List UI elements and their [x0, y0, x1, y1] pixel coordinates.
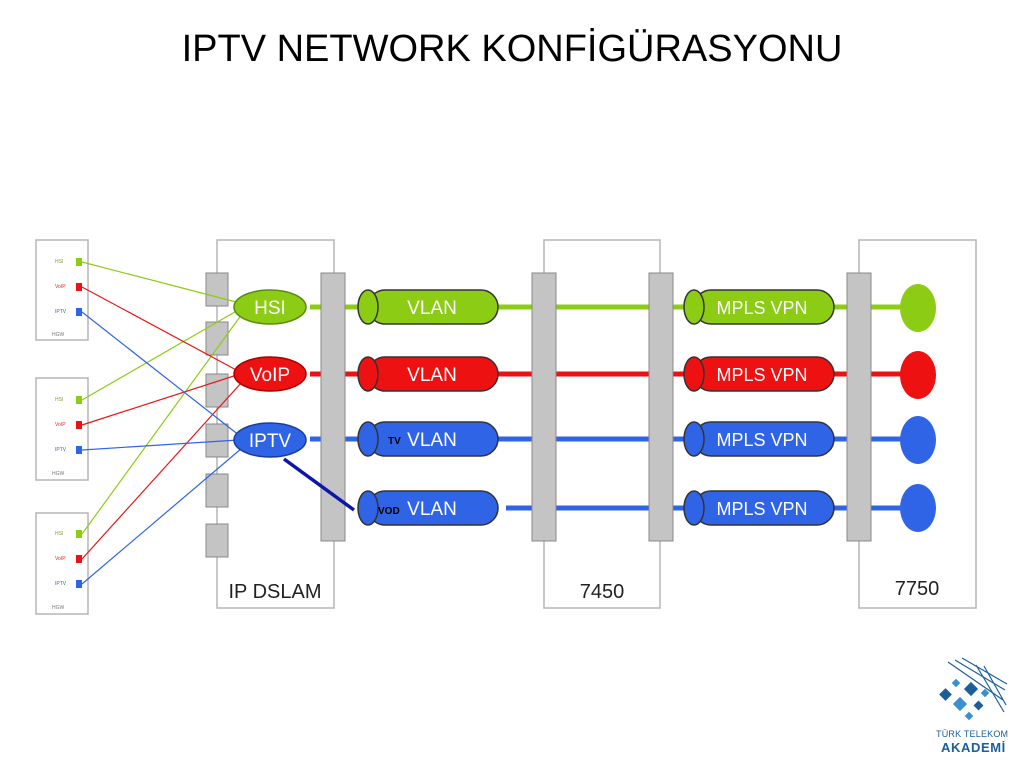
- router-7750-label: 7750: [895, 578, 940, 600]
- hgw-port-iptv: [76, 580, 82, 588]
- vlan-label: VLAN: [407, 365, 457, 386]
- endpoint-iptv: [900, 416, 936, 464]
- mpls-tunnel-hsi: MPLS VPN: [683, 289, 835, 325]
- mpls-label: MPLS VPN: [716, 499, 807, 519]
- service-label-hsi: HSI: [254, 298, 286, 319]
- vlan-label: VLAN: [407, 499, 457, 520]
- hgw-port-label-iptv: IPTV: [55, 581, 67, 587]
- service-label-voip: VoIP: [250, 365, 290, 386]
- hgw-device-2: HSI VoIP IPTV HGW: [35, 377, 89, 481]
- hgw-port-hsi: [76, 396, 82, 404]
- dslam-port: [205, 473, 229, 508]
- hgw-port-label-hsi: HSI: [55, 397, 63, 403]
- hgw-port-voip: [76, 421, 82, 429]
- hgw-device-3: HSI VoIP IPTV HGW: [35, 512, 89, 615]
- hgw-port-label-voip: VoIP: [55, 284, 66, 290]
- link-iptv: [81, 447, 243, 585]
- logo-text-akademi: AKADEMİ: [941, 740, 1006, 755]
- logo-text-company: TÜRK TELEKOM: [936, 729, 1009, 739]
- turk-telekom-akademi-logo: [939, 657, 1008, 721]
- router-7450-box: [543, 239, 661, 609]
- page-title: IPTV NETWORK KONFİGÜRASYONU: [181, 28, 843, 70]
- hgw-label: HGW: [52, 332, 65, 338]
- router-7450-ingress-bar: [531, 272, 557, 542]
- link-voip: [81, 286, 241, 373]
- service-endpoints: [900, 284, 936, 532]
- endpoint-vod: [900, 484, 936, 532]
- link-hsi: [81, 308, 241, 401]
- link-voip: [81, 381, 243, 560]
- dslam-service-iptv: IPTV: [233, 422, 307, 458]
- mpls-tunnel-tv: MPLS VPN: [683, 421, 835, 457]
- hgw-port-label-iptv: IPTV: [55, 309, 67, 315]
- link-voip: [81, 373, 241, 426]
- dslam-port: [205, 523, 229, 558]
- access-links: [81, 261, 243, 585]
- hgw-label: HGW: [52, 605, 65, 611]
- vlan-tunnel-hsi: VLAN: [357, 289, 499, 325]
- router-7450-egress-bar: [648, 272, 674, 542]
- mpls-label: MPLS VPN: [716, 430, 807, 450]
- vlan-tunnel-voip: VLAN: [357, 356, 499, 392]
- vlan-tunnel-vod: VOD VLAN: [357, 490, 499, 526]
- dslam-service-voip: VoIP: [233, 356, 307, 392]
- hgw-port-voip: [76, 283, 82, 291]
- link-iptv: [81, 311, 241, 437]
- hgw-port-voip: [76, 555, 82, 563]
- hgw-port-iptv: [76, 446, 82, 454]
- link-hsi: [81, 261, 241, 304]
- vlan-label: VLAN: [407, 298, 457, 319]
- hgw-label: HGW: [52, 471, 65, 477]
- service-label-iptv: IPTV: [249, 431, 292, 452]
- logo-mark: [939, 657, 1008, 721]
- router-7450-label: 7450: [580, 581, 625, 603]
- hgw-port-label-hsi: HSI: [55, 531, 63, 537]
- hgw-port-hsi: [76, 258, 82, 266]
- endpoint-voip: [900, 351, 936, 399]
- mpls-tunnel-voip: MPLS VPN: [683, 356, 835, 392]
- hgw-port-label-voip: VoIP: [55, 422, 66, 428]
- mpls-label: MPLS VPN: [716, 298, 807, 318]
- interface-bars: [320, 272, 872, 542]
- ip-dslam-label: IP DSLAM: [229, 581, 322, 603]
- vlan-prefix-vod: VOD: [378, 506, 400, 517]
- link-hsi: [81, 313, 243, 535]
- vlan-tunnel-tv: TV VLAN: [357, 421, 499, 457]
- endpoint-hsi: [900, 284, 936, 332]
- hgw-port-hsi: [76, 530, 82, 538]
- vod-link: [282, 457, 356, 512]
- link-iptv: [81, 439, 239, 451]
- router-7750-ingress-bar: [846, 272, 872, 542]
- dslam-ports: [205, 272, 229, 558]
- mpls-label: MPLS VPN: [716, 365, 807, 385]
- vlan-prefix-tv: TV: [388, 436, 401, 447]
- dslam-port: [205, 373, 229, 408]
- hgw-device-1: HSI VoIP IPTV HGW: [35, 239, 89, 341]
- vlan-label: VLAN: [407, 430, 457, 451]
- mpls-tunnel-vod: MPLS VPN: [683, 490, 835, 526]
- hgw-port-label-hsi: HSI: [55, 259, 63, 265]
- hgw-port-label-voip: VoIP: [55, 556, 66, 562]
- hgw-port-iptv: [76, 308, 82, 316]
- dslam-port: [205, 272, 229, 307]
- dslam-service-hsi: HSI: [233, 289, 307, 325]
- hgw-port-label-iptv: IPTV: [55, 447, 67, 453]
